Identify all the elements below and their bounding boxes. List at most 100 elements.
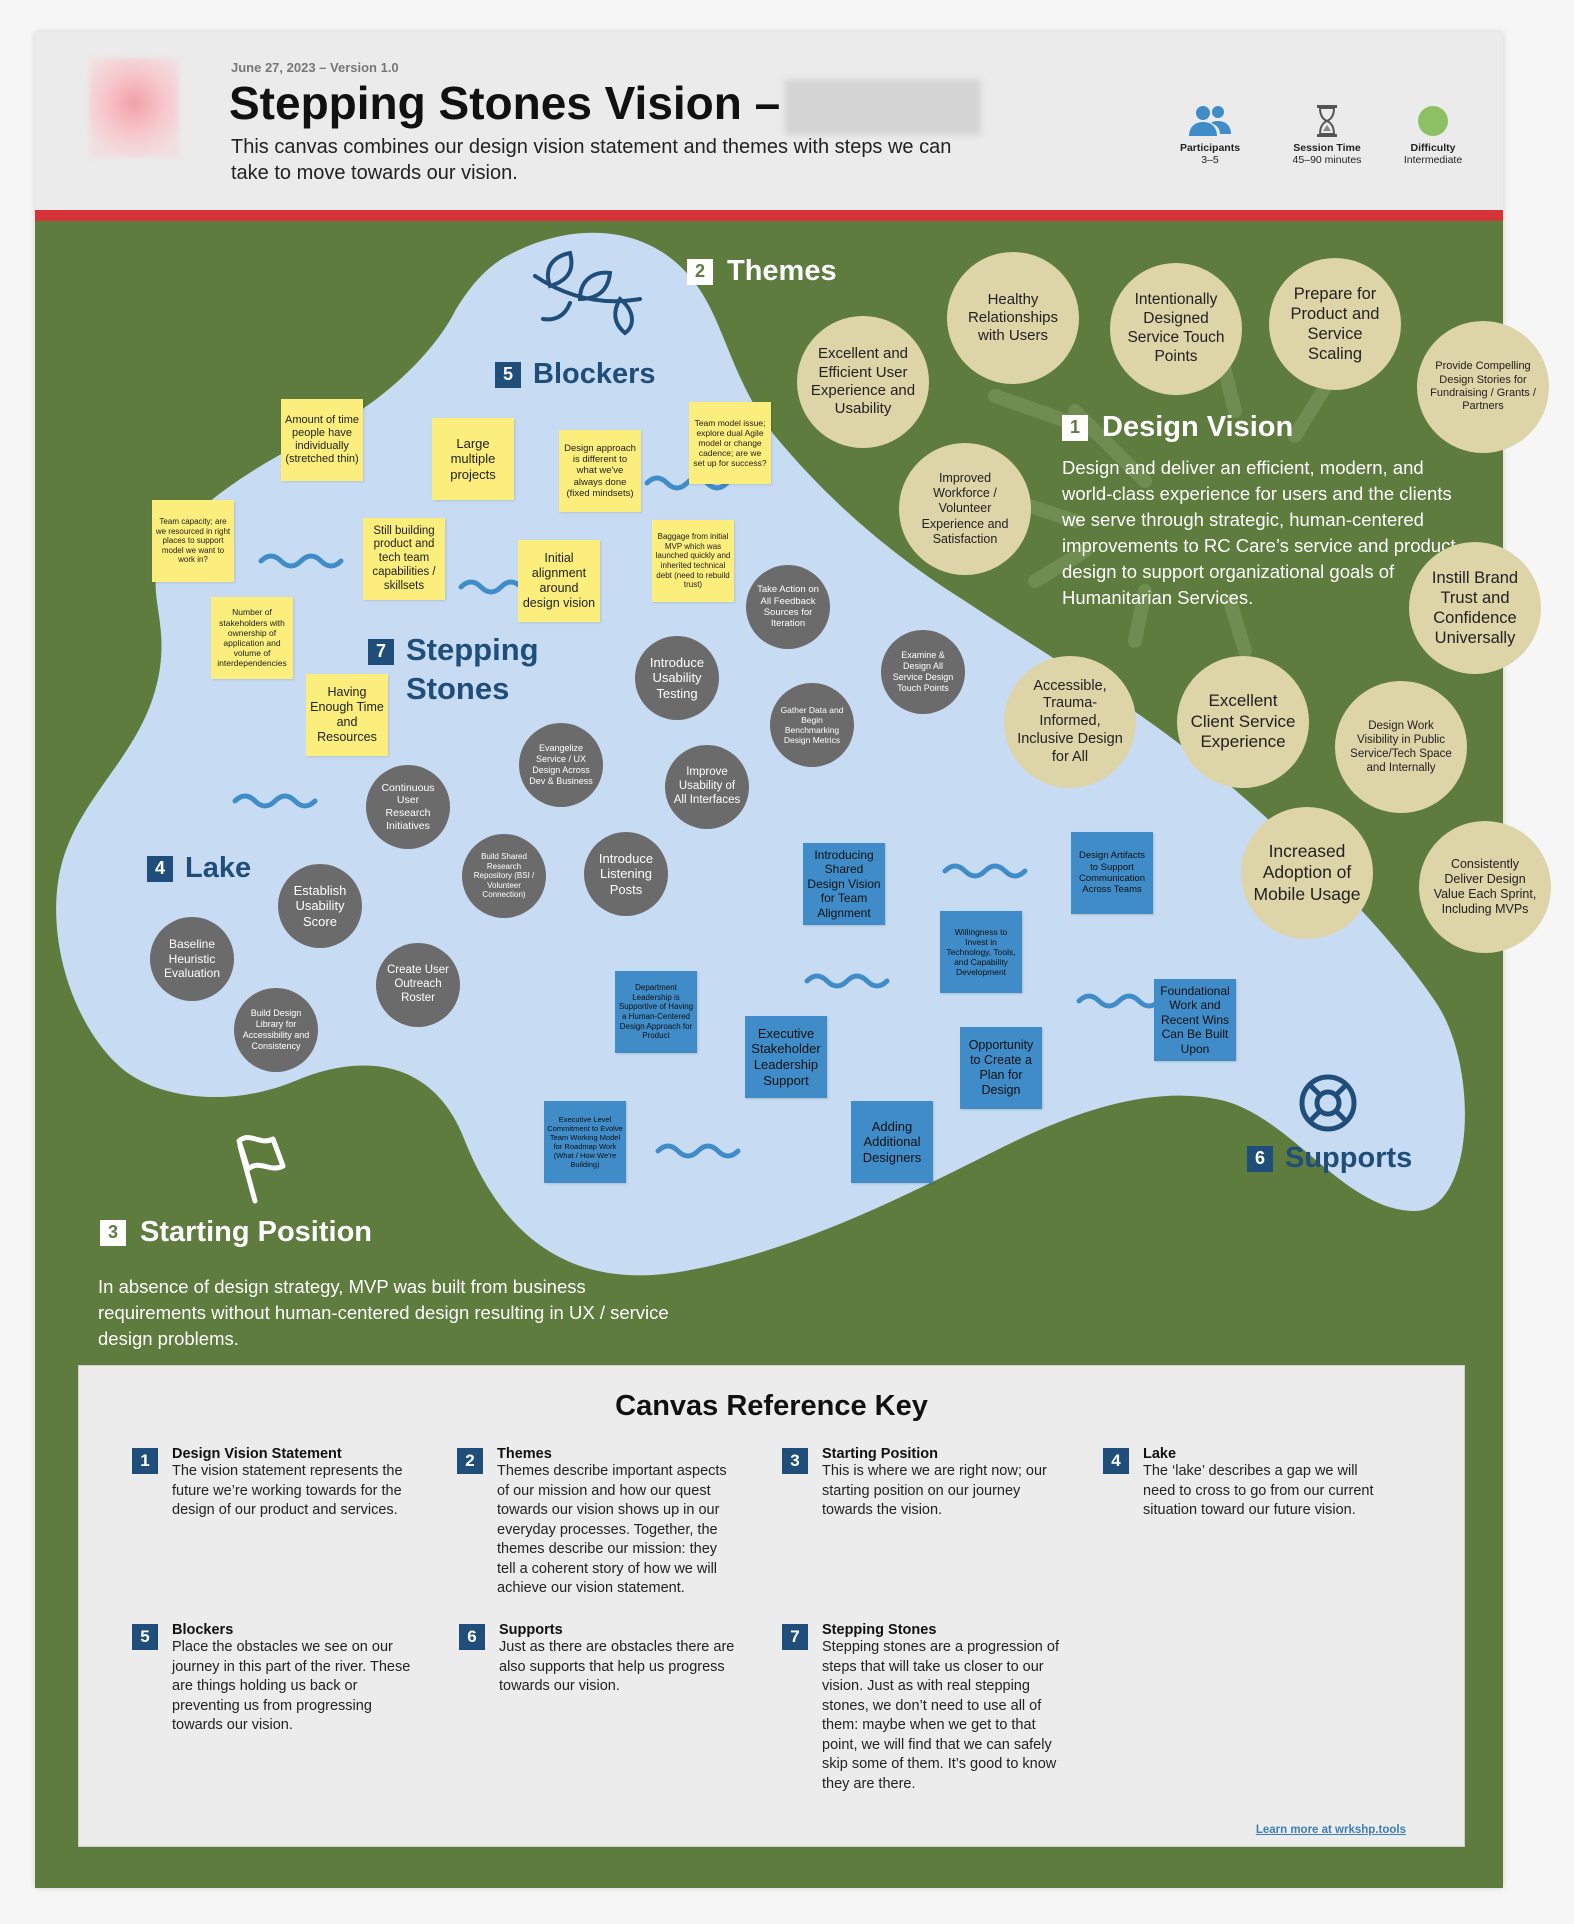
key-number: 4: [1103, 1448, 1129, 1474]
key-item-themes: 2 Themes Themes describe important aspec…: [457, 1446, 737, 1599]
meta-value: 45–90 minutes: [1292, 154, 1362, 166]
stepping-stone[interactable]: Introduce Usability Testing: [635, 636, 719, 720]
stepping-stone[interactable]: Create User Outreach Roster: [376, 943, 460, 1027]
key-heading: Design Vision Statement: [172, 1446, 342, 1462]
key-number: 1: [132, 1448, 158, 1474]
meta-label: Session Time: [1293, 142, 1361, 154]
key-heading: Supports: [499, 1622, 563, 1638]
difficulty-dot-icon: [1378, 98, 1488, 138]
support-sticky[interactable]: Foundational Work and Recent Wins Can Be…: [1154, 979, 1236, 1061]
themes-number: 2: [687, 258, 713, 285]
stepping-stone[interactable]: Continuous User Research Initiatives: [366, 765, 450, 849]
stepping-stone[interactable]: Evangelize Service / UX Design Across De…: [519, 723, 603, 807]
stepping-stone[interactable]: Introduce Listening Posts: [584, 832, 668, 916]
stepping-stone[interactable]: Gather Data and Begin Benchmarking Desig…: [770, 683, 854, 767]
key-heading: Themes: [497, 1446, 552, 1462]
support-sticky[interactable]: Willingness to Invest in Technology, Too…: [940, 911, 1022, 993]
support-sticky[interactable]: Adding Additional Designers: [851, 1101, 933, 1183]
theme-circle[interactable]: Excellent and Efficient User Experience …: [797, 316, 929, 448]
blockers-title: 5 Blockers: [495, 358, 656, 391]
key-body: Themes describe important aspects of our…: [497, 1463, 727, 1596]
blockers-label: Blockers: [533, 358, 656, 390]
people-icon: [1155, 98, 1265, 138]
blocker-sticky[interactable]: Initial alignment around design vision: [518, 540, 600, 622]
meta-value: 3–5: [1201, 154, 1219, 166]
header: June 27, 2023 – Version 1.0 Stepping Sto…: [35, 32, 1503, 210]
meta-value: Intermediate: [1403, 154, 1463, 166]
stepping-stone[interactable]: Improve Usability of All Interfaces: [665, 745, 749, 829]
stepping-stone[interactable]: Establish Usability Score: [278, 864, 362, 948]
key-item-lake: 4 Lake The ‘lake’ describes a gap we wil…: [1103, 1446, 1383, 1521]
vision-label: Design Vision: [1102, 411, 1294, 443]
start-label: Starting Position: [140, 1216, 372, 1248]
stepping-stone[interactable]: Baseline Heuristic Evaluation: [150, 917, 234, 1001]
stepping-number: 7: [368, 638, 394, 665]
theme-circle[interactable]: Design Work Visibility in Public Service…: [1335, 681, 1467, 813]
stepping-stone[interactable]: Take Action on All Feedback Sources for …: [746, 565, 830, 649]
theme-circle[interactable]: Prepare for Product and Service Scaling: [1269, 258, 1401, 390]
key-heading: Starting Position: [822, 1446, 938, 1462]
blocker-sticky[interactable]: Team model issue; explore dual Agile mod…: [689, 402, 771, 484]
support-sticky[interactable]: Executive Stakeholder Leadership Support: [745, 1016, 827, 1098]
support-sticky[interactable]: Design Artifacts to Support Communicatio…: [1071, 832, 1153, 914]
key-body: Place the obstacles we see on our journe…: [172, 1639, 411, 1733]
key-body: Stepping stones are a progression of ste…: [822, 1639, 1059, 1792]
theme-circle[interactable]: Accessible, Trauma-Informed, Inclusive D…: [1004, 656, 1136, 788]
blocker-sticky[interactable]: Team capacity; are we resourced in right…: [152, 500, 234, 582]
supports-label: Supports: [1285, 1142, 1413, 1174]
key-heading: Lake: [1143, 1446, 1177, 1462]
starting-position-title: 3 Starting Position: [100, 1216, 372, 1249]
key-heading: Stepping Stones: [822, 1622, 937, 1638]
theme-circle[interactable]: Improved Workforce / Volunteer Experienc…: [899, 443, 1031, 575]
blocker-sticky[interactable]: Still building product and tech team cap…: [363, 518, 445, 600]
starting-position-text: In absence of design strategy, MVP was b…: [98, 1276, 669, 1349]
key-number: 6: [459, 1624, 485, 1650]
stepping-stone[interactable]: Build Design Library for Accessibility a…: [234, 988, 318, 1072]
themes-title: 2 Themes: [687, 255, 837, 288]
key-number: 5: [132, 1624, 158, 1650]
support-sticky[interactable]: Department Leadership is Supportive of H…: [615, 971, 697, 1053]
vision-number: 1: [1062, 414, 1088, 441]
themes-label: Themes: [727, 255, 837, 287]
theme-circle[interactable]: Healthy Relationships with Users: [947, 252, 1079, 384]
blocker-sticky[interactable]: Number of stakeholders with ownership of…: [211, 597, 293, 679]
theme-circle[interactable]: Increased Adoption of Mobile Usage: [1241, 807, 1373, 939]
branch-icon: [533, 250, 642, 336]
stepping-label-line2: Stones: [406, 671, 510, 706]
support-sticky[interactable]: Introducing Shared Design Vision for Tea…: [803, 843, 885, 925]
version-date: June 27, 2023 – Version 1.0: [231, 60, 399, 75]
blocker-sticky[interactable]: Amount of time people have individually …: [281, 399, 363, 481]
learn-more-link[interactable]: Learn more at wrkshp.tools: [1255, 1824, 1406, 1836]
theme-circle[interactable]: Instill Brand Trust and Confidence Unive…: [1409, 542, 1541, 674]
theme-circle[interactable]: Excellent Client Service Experience: [1177, 656, 1309, 788]
key-number: 3: [782, 1448, 808, 1474]
blocker-sticky[interactable]: Baggage from initial MVP which was launc…: [652, 520, 734, 602]
theme-circle[interactable]: Intentionally Designed Service Touch Poi…: [1110, 263, 1242, 395]
blockers-number: 5: [495, 361, 521, 388]
blocker-sticky[interactable]: Large multiple projects: [432, 418, 514, 500]
key-heading: Blockers: [172, 1622, 234, 1638]
key-body: The vision statement represents the futu…: [172, 1463, 403, 1518]
support-sticky[interactable]: Executive Level Commitment to Evolve Tea…: [544, 1101, 626, 1183]
page-subtitle: This canvas combines our design vision s…: [231, 136, 952, 184]
stepping-stone[interactable]: Examine & Design All Service Design Touc…: [881, 630, 965, 714]
stepping-stone[interactable]: Build Shared Research Repository (BSI / …: [462, 834, 546, 918]
meta-label: Participants: [1179, 142, 1241, 154]
design-vision-title: 1 Design Vision: [1062, 411, 1293, 444]
key-number: 2: [457, 1448, 483, 1474]
meta-difficulty: Difficulty Intermediate: [1378, 98, 1488, 166]
flag-icon: [236, 1134, 286, 1204]
blocker-sticky[interactable]: Design approach is different to what we'…: [559, 430, 641, 512]
support-sticky[interactable]: Opportunity to Create a Plan for Design: [960, 1027, 1042, 1109]
key-item-stepping-stones: 7 Stepping Stones Stepping stones are a …: [782, 1622, 1062, 1794]
meta-participants: Participants 3–5: [1155, 98, 1265, 166]
theme-circle[interactable]: Provide Compelling Design Stories for Fu…: [1417, 321, 1549, 453]
key-body: This is where we are right now; our star…: [822, 1463, 1047, 1518]
blocker-sticky[interactable]: Having Enough Time and Resources: [306, 674, 388, 756]
supports-number: 6: [1247, 1145, 1273, 1172]
key-body: The ‘lake’ describes a gap we will need …: [1143, 1463, 1374, 1518]
theme-circle[interactable]: Consistently Deliver Design Value Each S…: [1419, 821, 1551, 953]
organization-logo: [89, 58, 179, 158]
header-accent-bar: [35, 210, 1503, 221]
